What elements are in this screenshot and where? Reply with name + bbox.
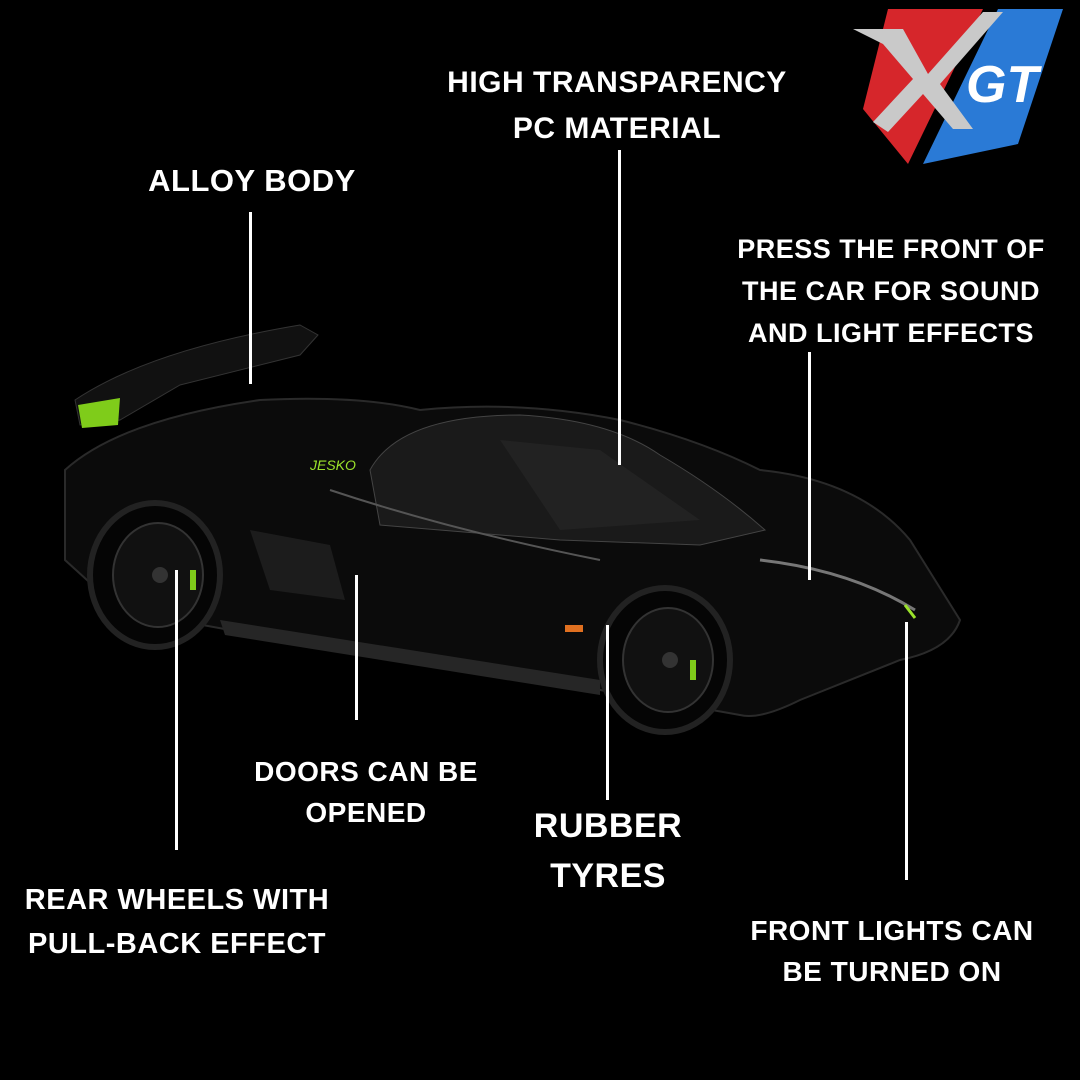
callout-line: PULL-BACK EFFECT xyxy=(28,928,326,960)
callout-line: BE TURNED ON xyxy=(782,956,1002,987)
callout-line: OPENED xyxy=(305,797,427,828)
xgt-logo: GT xyxy=(853,9,1063,164)
rear-wheels-line xyxy=(175,570,178,850)
sound-light-line xyxy=(808,352,811,580)
callout-line: AND LIGHT EFFECTS xyxy=(748,318,1034,348)
callout-line: ALLOY BODY xyxy=(148,163,356,198)
callout-front-lights: FRONT LIGHTS CAN BE TURNED ON xyxy=(750,910,1033,992)
callout-sound-light: PRESS THE FRONT OF THE CAR FOR SOUND AND… xyxy=(737,228,1045,354)
front-lights-line xyxy=(905,622,908,880)
tyres-line xyxy=(606,625,609,800)
callout-doors: DOORS CAN BE OPENED xyxy=(254,751,478,833)
callout-line: HIGH TRANSPARENCY xyxy=(447,66,787,99)
callout-line: TYRES xyxy=(550,857,666,895)
front-wheel xyxy=(597,585,733,735)
callout-line: REAR WHEELS WITH xyxy=(24,884,330,916)
pc-material-line xyxy=(618,150,621,465)
svg-text:JESKO: JESKO xyxy=(309,457,356,473)
callout-line: FRONT LIGHTS CAN xyxy=(750,915,1034,946)
doors-line xyxy=(355,575,358,720)
callout-line: PRESS THE FRONT OF xyxy=(737,234,1045,264)
callout-alloy-body: ALLOY BODY xyxy=(148,160,356,202)
callout-rear-wheels: REAR WHEELS WITH PULL-BACK EFFECT xyxy=(25,878,329,966)
callout-line: DOORS CAN BE xyxy=(254,756,478,787)
rear-wheel xyxy=(87,500,223,650)
callout-line: THE CAR FOR SOUND xyxy=(742,276,1040,306)
svg-text:GT: GT xyxy=(966,56,1042,114)
callout-tyres: RUBBER TYRES xyxy=(534,801,682,901)
callout-line: RUBBER xyxy=(533,807,683,845)
callout-line: PC MATERIAL xyxy=(512,112,722,145)
alloy-body-line xyxy=(249,212,252,384)
callout-pc-material: HIGH TRANSPARENCY PC MATERIAL xyxy=(447,60,787,152)
